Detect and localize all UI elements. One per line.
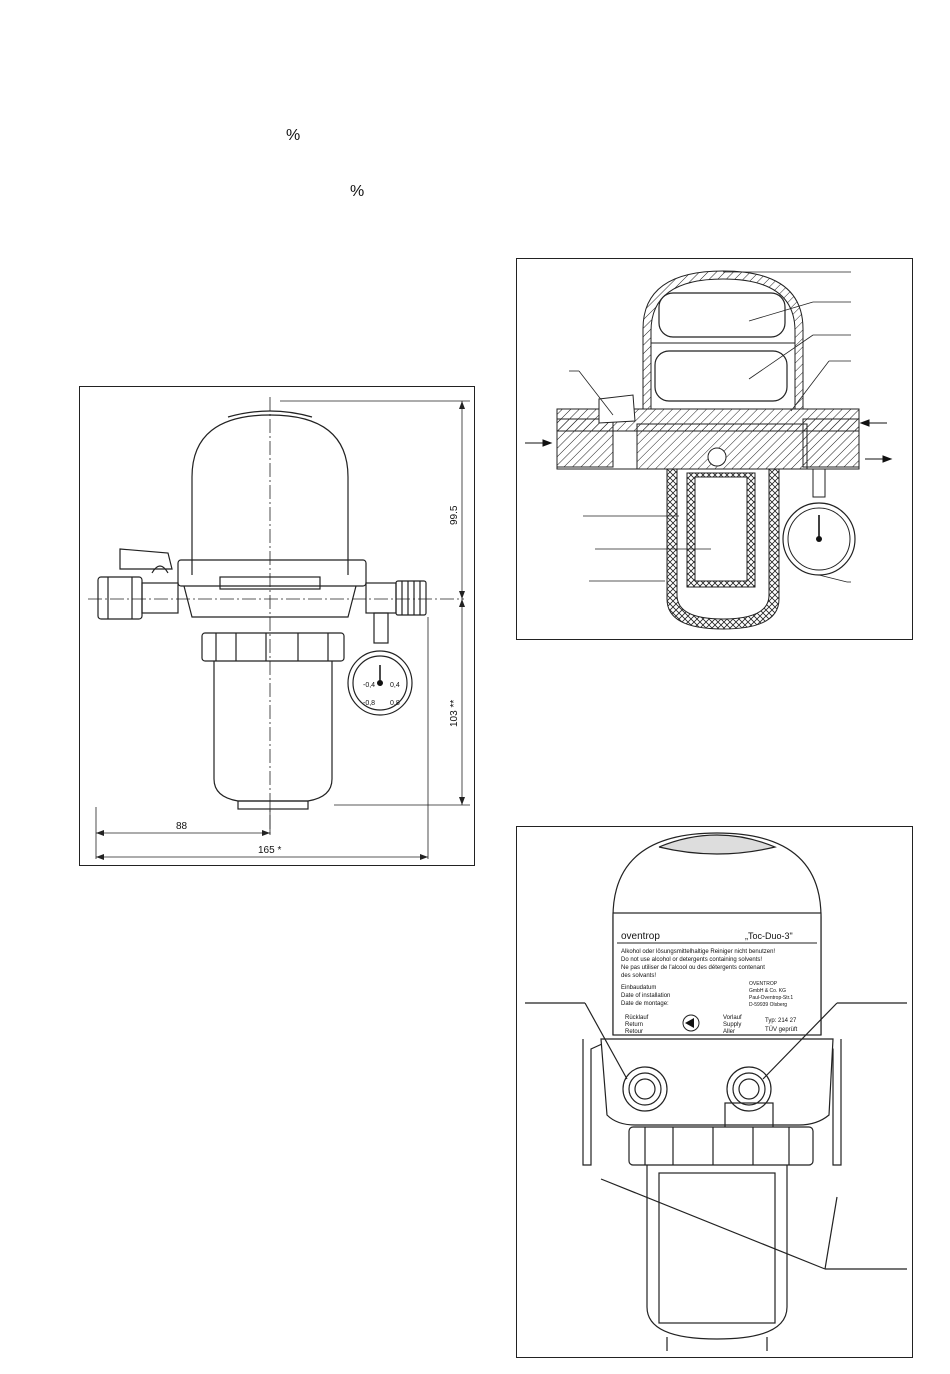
product-view-drawing: oventrop „Toc-Duo-3" Alkohol oder lösung…	[525, 832, 907, 1351]
company-line-2: GmbH & Co. KG	[749, 988, 786, 994]
cross-section-figure	[516, 258, 913, 640]
company-line-4: D-59939 Olsberg	[749, 1002, 787, 1008]
label-brand: oventrop	[621, 931, 660, 942]
return-label-1: Rücklauf	[625, 1015, 649, 1021]
gauge-label-neg04: -0,4	[363, 682, 375, 689]
company-line-3: Paul-Oventrop-Str.1	[749, 995, 793, 1001]
label-model: „Toc-Duo-3"	[745, 931, 793, 941]
dimension-drawing: -0,4 0,4 -0,8 0,8 99.5 103 ** 88 165 *	[88, 397, 470, 860]
dimension-height-top: 99.5	[449, 505, 460, 525]
product-view-figure: oventrop „Toc-Duo-3" Alkohol oder lösung…	[516, 826, 913, 1358]
percent-text-1: %	[286, 127, 301, 144]
warning-line-4: des solvants!	[621, 973, 656, 979]
cross-section-drawing	[525, 270, 893, 630]
gauge-label-neg08: -0,8	[363, 700, 375, 707]
gauge-label-pos04: 0,4	[390, 682, 400, 689]
supply-label-2: Supply	[723, 1022, 741, 1028]
dimension-width-half: 88	[176, 821, 188, 832]
company-line-1: OVENTROP	[749, 981, 778, 987]
warning-line-3: Ne pas utiliser de l'alcool ou des déter…	[621, 965, 765, 971]
gauge-label-pos08: 0,8	[390, 700, 400, 707]
warning-line-2: Do not use alcohol or detergents contain…	[621, 957, 762, 963]
type-label: Typ: 214 27	[765, 1018, 797, 1024]
tuv-label: TÜV geprüft	[765, 1026, 798, 1033]
warning-line-1: Alkohol oder lösungsmittelhaltige Reinig…	[621, 949, 775, 955]
return-label-3: Retour	[625, 1029, 643, 1035]
install-label-3: Date de montage:	[621, 1001, 669, 1007]
dimension-width-total: 165 *	[258, 845, 281, 856]
install-label-1: Einbaudatum	[621, 985, 656, 991]
supply-label-1: Vorlauf	[723, 1015, 742, 1021]
dimension-height-bottom: 103 **	[449, 700, 460, 727]
return-label-2: Return	[625, 1022, 643, 1028]
supply-label-3: Aller	[723, 1029, 735, 1035]
percent-text-2: %	[350, 183, 365, 200]
install-label-2: Date of installation	[621, 993, 670, 999]
dimension-drawing-figure: -0,4 0,4 -0,8 0,8 99.5 103 ** 88 165 *	[79, 386, 475, 866]
